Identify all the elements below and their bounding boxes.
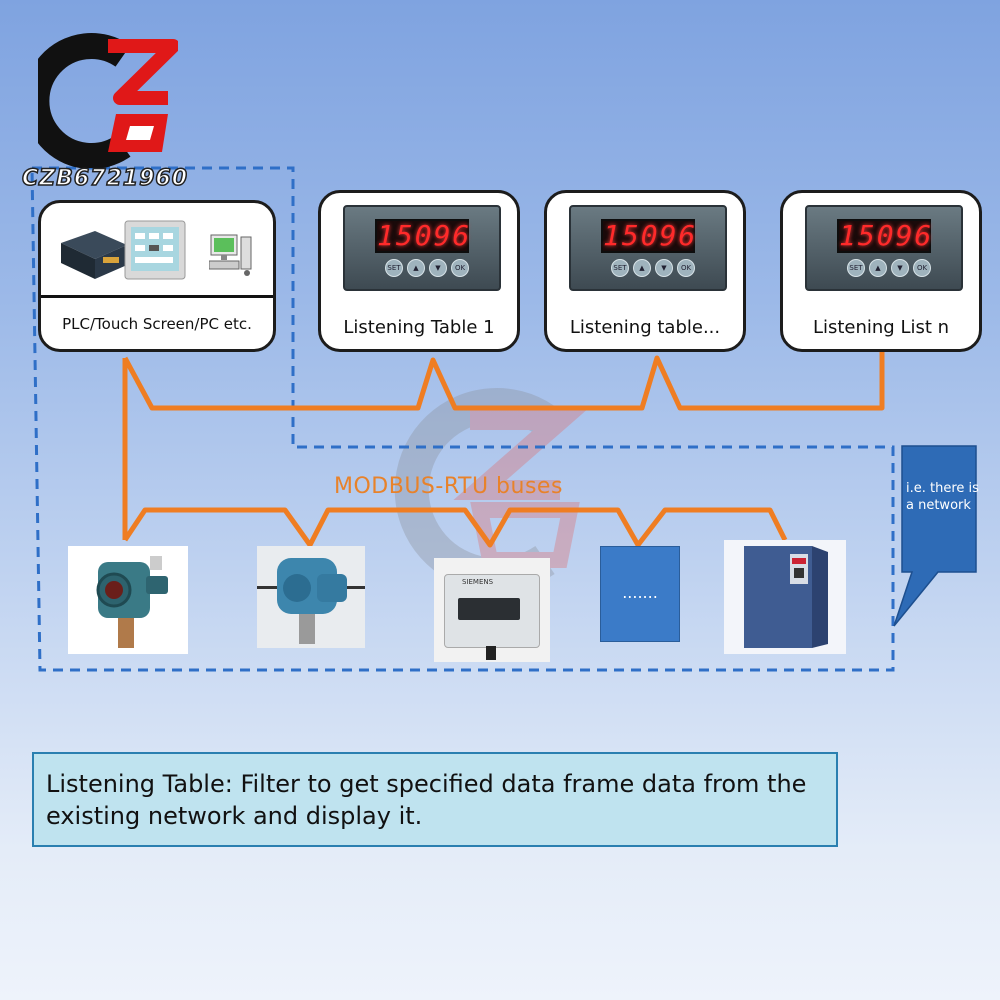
meter-up-button: ▲ (869, 259, 887, 277)
network-dashed-border (30, 166, 895, 672)
sensor-display (458, 598, 520, 620)
placeholder-device: ....... (600, 546, 680, 642)
brand-logo (38, 33, 178, 168)
meter-ok-button: OK (451, 259, 469, 277)
siemens-sensor: SIEMENS (434, 558, 550, 662)
meter-up-button: ▲ (633, 259, 651, 277)
placeholder-dots: ....... (622, 583, 658, 602)
panel-meter: 15096 SET ▲ ▼ OK (805, 205, 963, 291)
card-divider (41, 295, 273, 298)
listening-table-note: Listening Table: Filter to get specified… (32, 752, 838, 847)
listening-card-2: 15096 SET ▲ ▼ OK Listening table... (544, 190, 746, 352)
listening-card-1: 15096 SET ▲ ▼ OK Listening Table 1 (318, 190, 520, 352)
meter-down-button: ▼ (429, 259, 447, 277)
bottom-bus-line (122, 507, 788, 548)
meter-ok-button: OK (913, 259, 931, 277)
frequency-inverter (724, 540, 846, 654)
bus-label: MODBUS-RTU buses (334, 474, 563, 499)
meter-down-button: ▼ (891, 259, 909, 277)
controller-label: PLC/Touch Screen/PC etc. (62, 315, 252, 333)
callout-bubble (893, 445, 977, 627)
pressure-transmitter-2 (257, 546, 365, 648)
pc-icon (209, 234, 252, 276)
controller-card: PLC/Touch Screen/PC etc. (38, 200, 276, 352)
meter-display: 15096 (837, 219, 934, 253)
callout-text: i.e. there is a network (906, 481, 979, 513)
panel-meter: 15096 SET ▲ ▼ OK (343, 205, 501, 291)
meter-set-button: SET (385, 259, 403, 277)
meter-up-button: ▲ (407, 259, 425, 277)
meter-ok-button: OK (677, 259, 695, 277)
sensor-brand: SIEMENS (462, 578, 494, 586)
listening-card-label: Listening Table 1 (343, 317, 495, 338)
meter-set-button: SET (847, 259, 865, 277)
listening-card-n: 15096 SET ▲ ▼ OK Listening List n (780, 190, 982, 352)
plc-icon (61, 231, 127, 279)
meter-display: 15096 (601, 219, 698, 253)
touch-screen-icon (124, 220, 186, 280)
watermark-code: CZB6721960 (21, 165, 189, 192)
pressure-transmitter-1 (68, 546, 188, 654)
meter-display: 15096 (375, 219, 472, 253)
meter-set-button: SET (611, 259, 629, 277)
panel-meter: 15096 SET ▲ ▼ OK (569, 205, 727, 291)
top-bus-line (122, 352, 885, 411)
sensor-cable (486, 646, 496, 660)
listening-card-label: Listening table... (569, 317, 721, 338)
listening-card-label: Listening List n (812, 317, 950, 338)
meter-down-button: ▼ (655, 259, 673, 277)
